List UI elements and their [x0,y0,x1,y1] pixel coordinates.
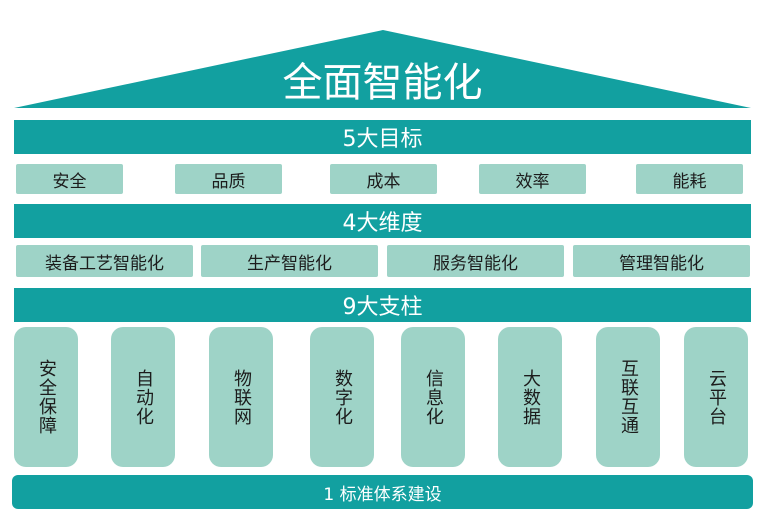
pillar-label: 数字化 [332,368,353,426]
pillar-column: 数字化 [310,327,374,467]
pillar-column: 互联互通 [596,327,660,467]
pillar-label: 物联网 [231,368,252,426]
goal-item: 能耗 [636,164,743,194]
goal-item: 成本 [330,164,437,194]
pillar-column: 物联网 [209,327,273,467]
pillar-label: 大数据 [520,368,541,426]
pillar-label: 信息化 [423,368,444,426]
roof-title: 全面智能化 [282,60,483,106]
pillar-column: 云平台 [684,327,748,467]
goal-item: 品质 [175,164,282,194]
pillar-column: 安全保障 [14,327,78,467]
pillar-column: 自动化 [111,327,175,467]
dimension-item: 服务智能化 [387,245,564,277]
pillar-label: 云平台 [706,368,727,426]
pillar-label: 互联互通 [618,359,639,435]
pillar-label: 安全保障 [36,359,57,435]
dimension-item: 装备工艺智能化 [16,245,193,277]
goal-item: 安全 [16,164,123,194]
roof-shape [14,30,751,108]
pillar-column: 大数据 [498,327,562,467]
goal-item: 效率 [479,164,586,194]
pillar-label: 自动化 [133,368,154,426]
dimension-item: 生产智能化 [201,245,378,277]
dimensions-header: 4大维度 [14,204,751,238]
goals-header: 5大目标 [14,120,751,154]
pillar-column: 信息化 [401,327,465,467]
pillars-header: 9大支柱 [14,288,751,322]
foundation-bar: 1 标准体系建设 [12,475,753,509]
dimension-item: 管理智能化 [573,245,750,277]
